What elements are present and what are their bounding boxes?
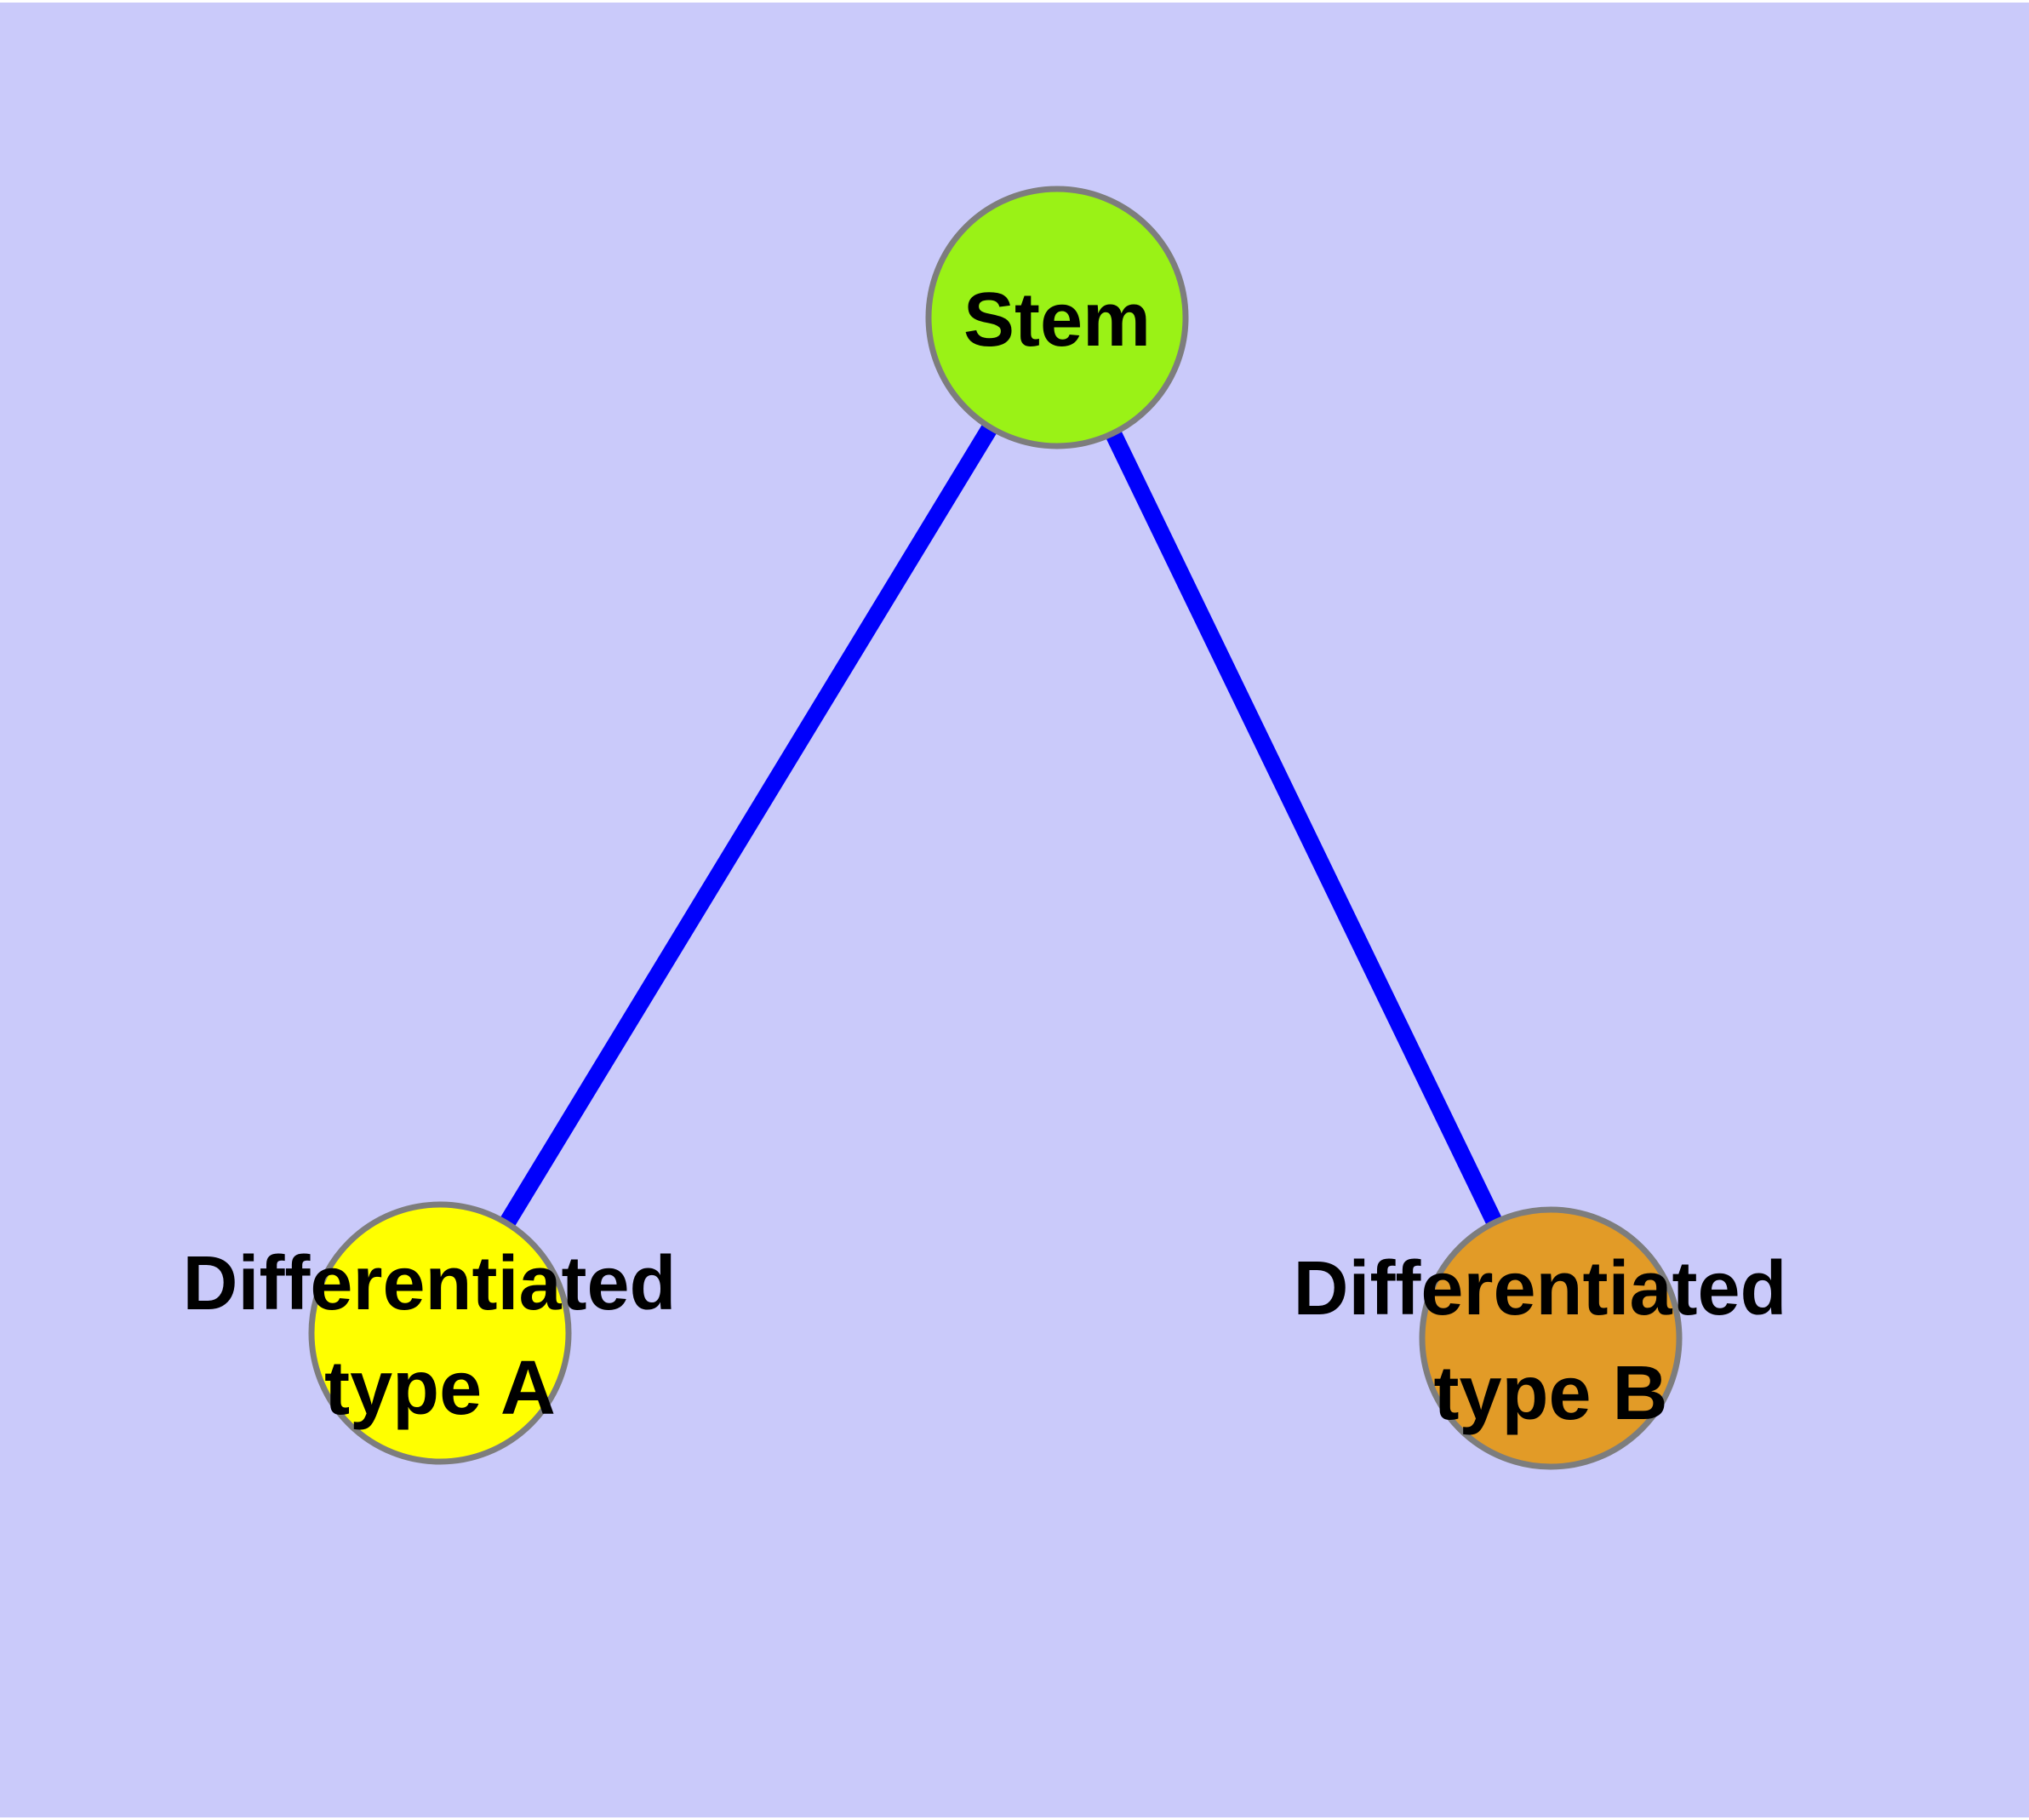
node-stem-circle <box>925 186 1189 449</box>
node-type-b-label: Differentiated type B <box>1293 1246 1808 1436</box>
edge-stem-to-type-b <box>1049 313 1559 1342</box>
node-stem: Stem <box>925 186 1189 449</box>
node-type-b-circle <box>1419 1206 1683 1470</box>
node-type-b: Differentiated type B <box>1293 1206 1808 1470</box>
node-type-a-label: Differentiated type A <box>182 1241 697 1431</box>
node-type-b-label-line-1: Differentiated <box>1293 1246 1786 1331</box>
node-type-a-label-line-1: Differentiated <box>182 1241 676 1326</box>
node-type-b-label-line-2: type B <box>1433 1351 1667 1436</box>
node-stem-label: Stem <box>963 278 1151 363</box>
node-type-a-circle <box>308 1201 572 1465</box>
edge-stem-to-type-a <box>432 312 1065 1338</box>
node-type-a-label-line-2: type A <box>324 1346 556 1431</box>
node-type-a: Differentiated type A <box>182 1201 697 1465</box>
